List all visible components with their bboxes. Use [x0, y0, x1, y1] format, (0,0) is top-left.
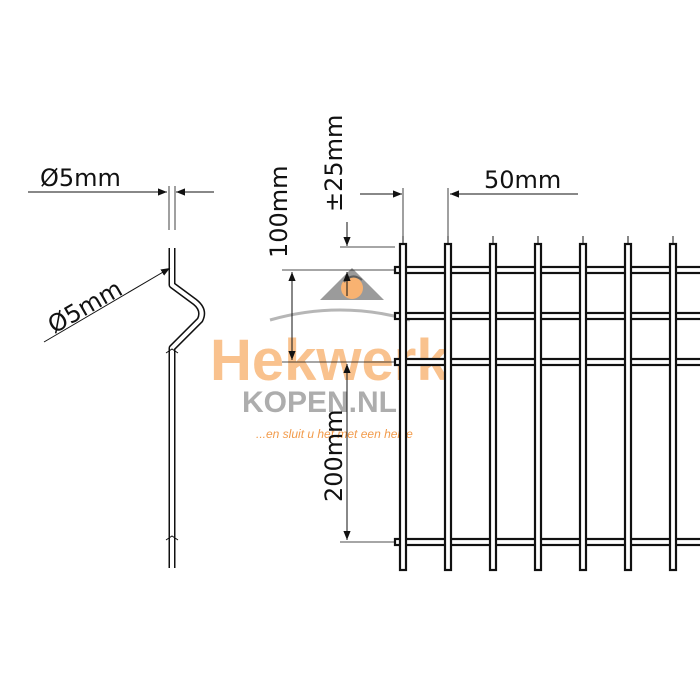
vertical-wire-4: [533, 242, 543, 572]
watermark-tagline: ...en sluit u het met een hekje: [256, 427, 413, 441]
wire-diameter-top-label: Ø5mm: [40, 164, 121, 192]
bottom-spacing-label: 200mm: [320, 409, 348, 502]
horizontal-wire-1: [393, 265, 700, 275]
vertical-wire-7: [668, 242, 678, 572]
horizontal-wires: [393, 265, 700, 547]
tolerance-label: ±25mm: [320, 115, 348, 212]
fence-panel-view: 50mm ±25mm 100mm 200mm: [265, 115, 700, 572]
vertical-wire-3: [488, 242, 498, 572]
vertical-wire-2: [443, 242, 453, 572]
vertical-wire-1: [398, 242, 408, 572]
wire-profile-leader: [43, 267, 171, 343]
logo-bird-icon: [269, 268, 411, 322]
horizontal-wire-2: [393, 311, 700, 321]
vertical-wire-5: [578, 242, 588, 572]
vertical-wire-6: [623, 242, 633, 572]
top-spikes: [402, 236, 674, 244]
top-spacing-label: 100mm: [265, 165, 293, 258]
wire-profile-view: Ø5mm Ø5mm: [28, 164, 214, 568]
horizontal-spacing-label: 50mm: [484, 166, 561, 194]
vertical-wires: [398, 242, 678, 572]
wire-diameter-profile-label: Ø5mm: [43, 274, 127, 339]
horizontal-wire-4: [393, 537, 700, 547]
watermark-subtitle: KOPEN.NL: [242, 386, 397, 419]
horizontal-wire-3: [393, 357, 700, 367]
